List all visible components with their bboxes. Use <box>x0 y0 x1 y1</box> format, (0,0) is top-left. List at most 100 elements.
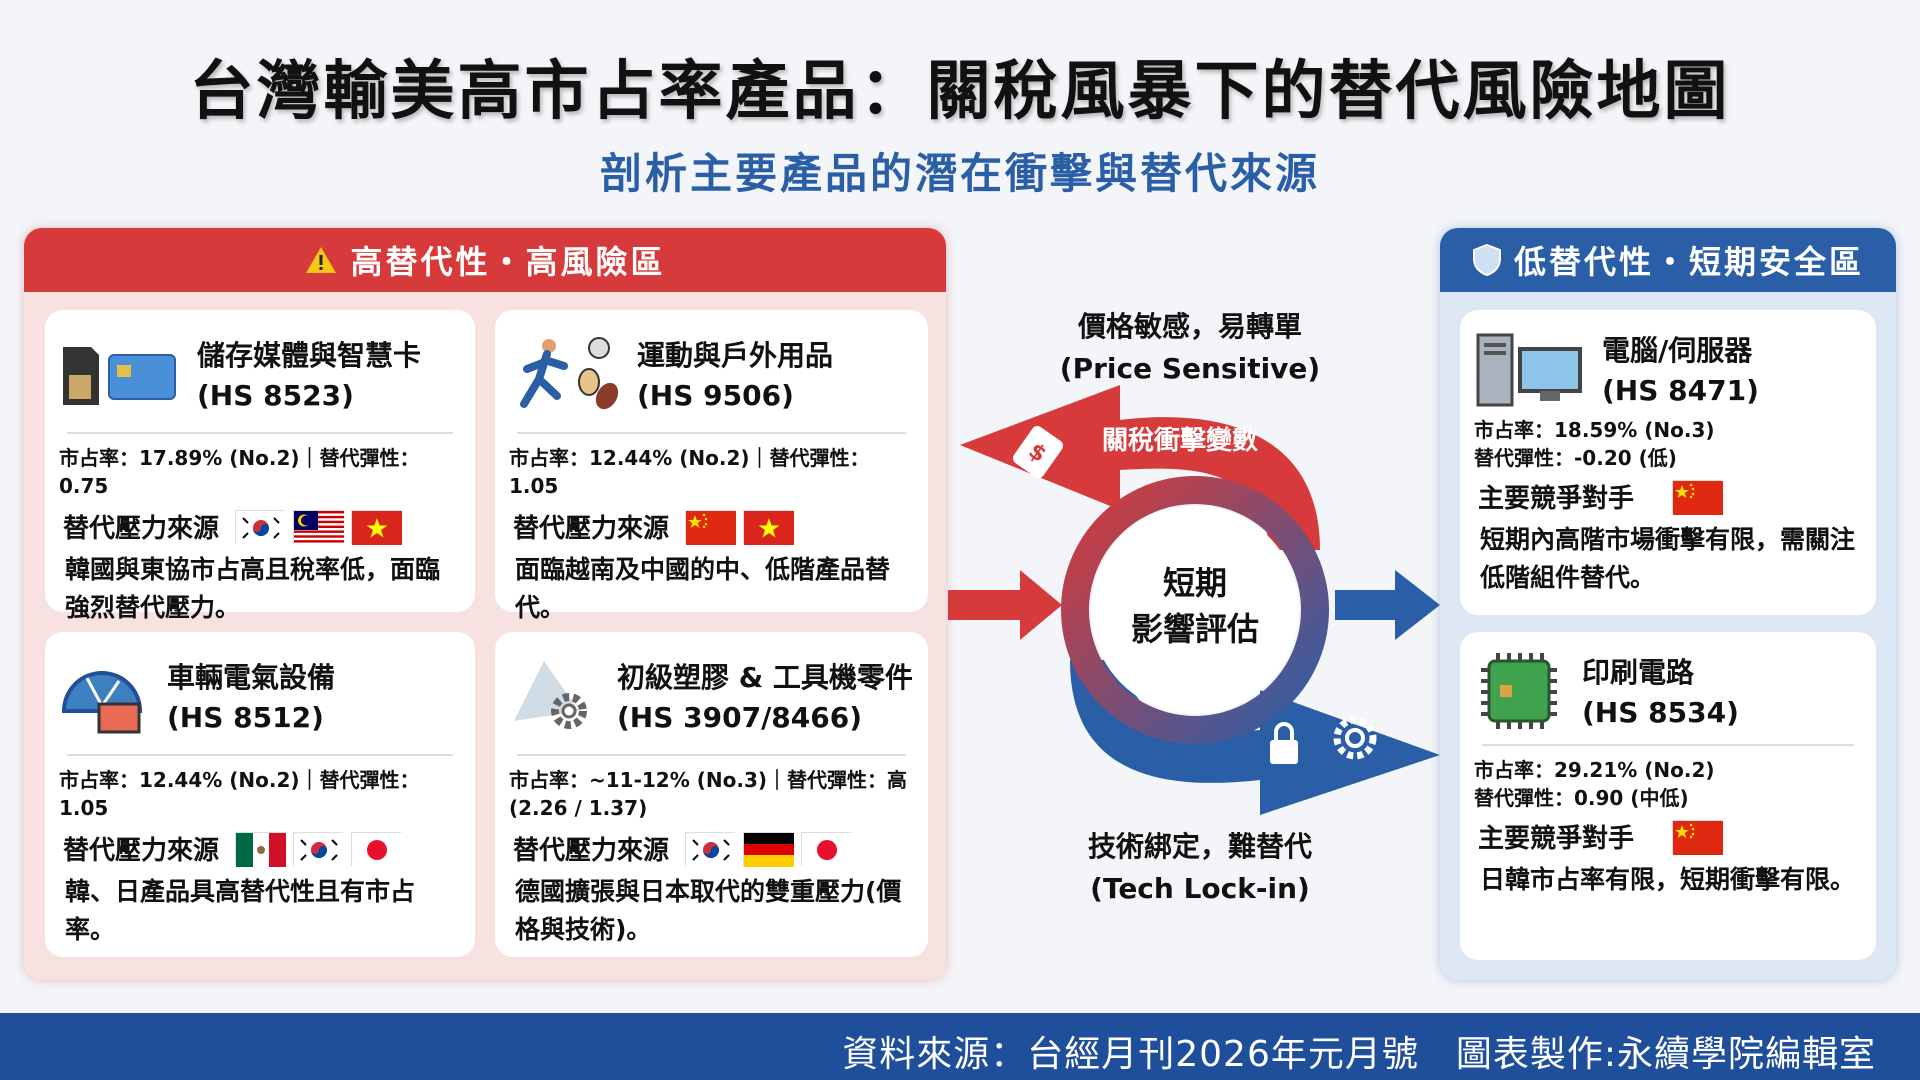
flag-germany-icon <box>743 831 795 867</box>
risk-description: 面臨越南及中國的中、低階產品替代。 <box>515 555 891 622</box>
sports-icon <box>509 334 619 418</box>
flag-mexico-icon <box>235 831 287 867</box>
high-risk-title: 高替代性・高風險區 <box>350 243 666 281</box>
product-name: 印刷電路 <box>1582 656 1695 689</box>
memory-card-icon <box>59 339 179 413</box>
stats: 市占率：29.21% (No.2) 替代彈性：0.90 (中低) <box>1474 756 1862 812</box>
product-title: 初級塑膠 & 工具機零件 (HS 3907/8466) <box>617 658 913 738</box>
substitution-sources: 替代壓力來源 <box>63 830 457 867</box>
divider <box>517 754 906 756</box>
product-card-high: 儲存媒體與智慧卡 (HS 8523) 市占率：17.89% (No.2)｜替代彈性… <box>45 310 475 622</box>
price-sensitive-arrow <box>960 385 1320 550</box>
product-card-low: 印刷電路 (HS 8534) 市占率：29.21% (No.2) 替代彈性：0.90… <box>1460 632 1876 960</box>
circuit-board-icon <box>1474 651 1564 735</box>
price-sensitive-zh: 價格敏感，易轉單 <box>1077 310 1302 343</box>
circle-line1: 短期 <box>1162 564 1227 602</box>
risk-description: 韓國與東協市占高且稅率低，面臨強烈替代壓力。 <box>65 555 441 622</box>
substitution-sources: 替代壓力來源 <box>513 508 910 545</box>
tariff-variable-label: 關稅衝擊變數 <box>1101 426 1258 456</box>
competitor-label: 主要競爭對手 <box>1478 824 1635 854</box>
hs-code: (HS 3907/8466) <box>617 701 863 734</box>
product-card-low: 電腦/伺服器 (HS 8471) 市占率：18.59% (No.3) 替代彈性：-0… <box>1460 310 1876 615</box>
tech-lockin-label: 技術綁定，難替代(Tech Lock-in) <box>1050 826 1350 910</box>
source-label: 替代壓力來源 <box>513 836 670 866</box>
risk-description: 韓、日產品具高替代性且有市占率。 <box>65 877 416 944</box>
main-competitors: 主要競爭對手 <box>1478 818 1858 855</box>
divider <box>67 754 453 756</box>
divider <box>1482 744 1854 746</box>
source-label: 替代壓力來源 <box>63 836 220 866</box>
warning-icon <box>306 247 337 273</box>
flag-china-icon <box>1672 819 1724 855</box>
main-competitors: 主要競爭對手 <box>1478 478 1858 515</box>
computer-icon <box>1474 329 1584 413</box>
product-name: 運動與戶外用品 <box>637 339 834 372</box>
flag-korea-icon <box>293 831 345 867</box>
hs-code: (HS 9506) <box>637 379 794 412</box>
circle-line2: 影響評估 <box>1130 610 1259 648</box>
product-title: 儲存媒體與智慧卡 (HS 8523) <box>197 336 421 416</box>
price-sensitive-label: 價格敏感，易轉單 (Price Sensitive) <box>1040 306 1340 390</box>
flag-korea-icon <box>685 831 737 867</box>
flag-japan-icon <box>351 831 403 867</box>
plastic-gear-icon <box>509 656 599 740</box>
product-title: 運動與戶外用品 (HS 9506) <box>637 336 833 416</box>
hs-code: (HS 8534) <box>1582 696 1739 729</box>
shield-icon <box>1472 243 1501 277</box>
hs-code: (HS 8512) <box>167 701 324 734</box>
source-label: 替代壓力來源 <box>63 514 220 544</box>
elasticity-stat: 替代彈性：0.90 (中低) <box>1474 786 1689 810</box>
low-risk-header: 低替代性・短期安全區 <box>1440 228 1896 292</box>
flag-korea-icon <box>235 509 287 545</box>
product-name: 初級塑膠 & 工具機零件 <box>617 661 913 694</box>
assessment-circle <box>1091 506 1299 714</box>
price-sensitive-en: (Price Sensitive) <box>1059 352 1321 385</box>
low-risk-title: 低替代性・短期安全區 <box>1513 243 1864 281</box>
tech-lockin-arrow <box>1070 660 1440 815</box>
product-name: 車輛電氣設備 <box>167 661 336 694</box>
divider <box>67 432 453 434</box>
flag-china-icon <box>685 509 737 545</box>
product-name: 儲存媒體與智慧卡 <box>197 339 422 372</box>
flag-vietnam-icon <box>351 509 403 545</box>
gear-icon <box>1333 716 1377 760</box>
product-name: 電腦/伺服器 <box>1602 334 1753 367</box>
elasticity-stat: 替代彈性：-0.20 (低) <box>1474 446 1677 470</box>
circle-label: 短期影響評估 <box>1095 560 1295 652</box>
flag-malaysia-icon <box>293 509 345 545</box>
source-label: 替代壓力來源 <box>513 514 670 544</box>
hs-code: (HS 8471) <box>1602 374 1759 407</box>
market-share-stat: 市占率：17.89% (No.2)｜替代彈性：0.75 <box>59 446 420 498</box>
risk-description: 短期內高階市場衝擊有限，需關注低階組件替代。 <box>1480 525 1856 592</box>
substitution-sources: 替代壓力來源 <box>63 508 457 545</box>
page-subtitle: 剖析主要產品的潛在衝擊與替代來源 <box>599 149 1320 198</box>
stats: 市占率：18.59% (No.3) 替代彈性：-0.20 (低) <box>1474 416 1862 472</box>
hs-code: (HS 8523) <box>197 379 354 412</box>
impact-diagram: $ <box>948 385 1440 815</box>
market-share-stat: 市占率：12.44% (No.2)｜替代彈性：1.05 <box>509 446 870 498</box>
product-card-high: 運動與戶外用品 (HS 9506) 市占率：12.44% (No.2)｜替代彈性：… <box>495 310 928 622</box>
risk-description: 日韓市占率有限，短期衝擊有限。 <box>1480 865 1856 894</box>
product-title: 印刷電路 (HS 8534) <box>1582 653 1739 733</box>
high-risk-header: 高替代性・高風險區 <box>24 228 946 292</box>
market-share-stat: 市占率：29.21% (No.2) <box>1474 758 1715 782</box>
product-card-high: 車輛電氣設備 (HS 8512) 市占率：12.44% (No.2)｜替代彈性：1… <box>45 632 475 957</box>
assessment-ring <box>1061 476 1329 744</box>
product-title: 車輛電氣設備 (HS 8512) <box>167 658 335 738</box>
price-tag-icon: $ <box>1012 426 1064 478</box>
product-card-high: 初級塑膠 & 工具機零件(HS 3907/8466) 市占率：~11-12% (… <box>495 632 928 957</box>
flag-vietnam-icon <box>743 509 795 545</box>
risk-description: 德國擴張與日本取代的雙重壓力(價格與技術)。 <box>515 877 902 944</box>
market-share-stat: 市占率：12.44% (No.2)｜替代彈性：1.05 <box>59 768 420 820</box>
flag-china-icon <box>1672 479 1724 515</box>
input-arrow <box>948 570 1062 640</box>
source-footer: 資料來源：台經月刊2026年元月號 圖表製作:永續學院編輯室 <box>0 1013 1920 1080</box>
substitution-sources: 替代壓力來源 <box>513 830 910 867</box>
lock-icon <box>1270 722 1298 764</box>
flag-japan-icon <box>801 831 853 867</box>
tech-lockin-en: (Tech Lock-in) <box>1090 872 1310 905</box>
market-share-stat: 市占率：18.59% (No.3) <box>1474 418 1715 442</box>
page-title: 台灣輸美高市占率產品：關稅風暴下的替代風險地圖 <box>189 55 1731 129</box>
vehicle-gauge-icon <box>59 656 149 740</box>
divider <box>517 432 906 434</box>
